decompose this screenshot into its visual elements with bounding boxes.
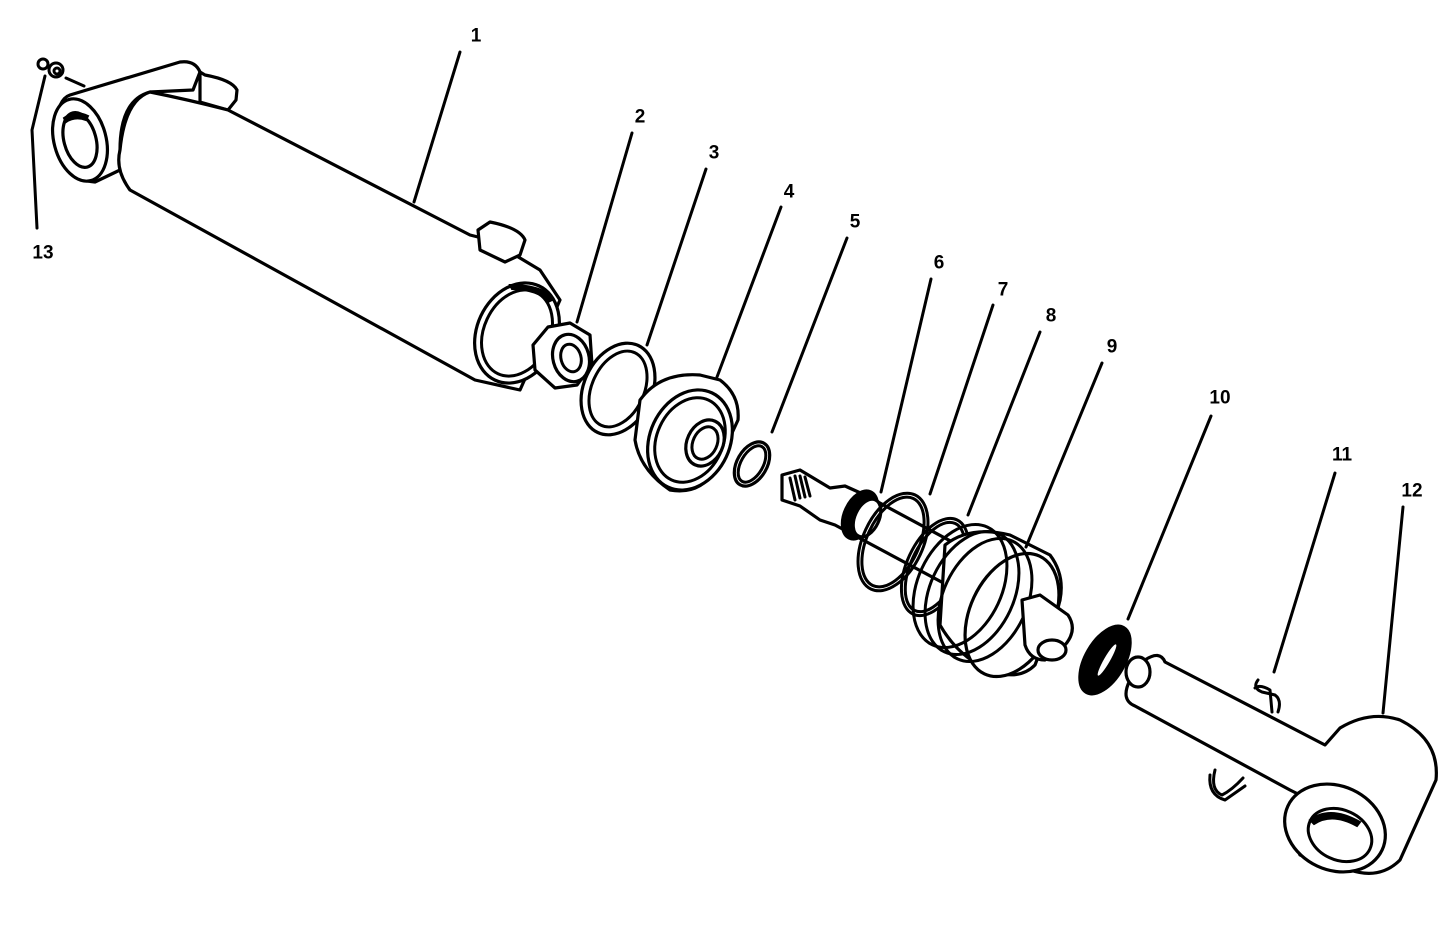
- nut-part: [531, 321, 594, 390]
- callout-10: 10: [1209, 387, 1231, 409]
- piston-part: [633, 373, 740, 493]
- callout-3: 3: [708, 142, 720, 164]
- callout-13: 13: [32, 242, 54, 264]
- cotter-pin-part: [1208, 678, 1281, 802]
- callout-9: 9: [1106, 336, 1118, 358]
- piston-rod-part: [1124, 653, 1438, 875]
- gland-head-part: [911, 522, 1074, 679]
- callout-4: 4: [783, 181, 795, 203]
- leader-lines: [30, 50, 1405, 715]
- grease-fitting-part: [36, 57, 86, 88]
- callout-12: 12: [1401, 480, 1423, 502]
- o-ring-part: [732, 440, 772, 488]
- callout-5: 5: [849, 211, 861, 233]
- callout-8: 8: [1045, 305, 1057, 327]
- callout-7: 7: [997, 279, 1009, 301]
- callout-11: 11: [1331, 444, 1353, 466]
- callout-1: 1: [470, 25, 482, 47]
- callout-6: 6: [933, 252, 945, 274]
- cylinder-barrel-part: [51, 60, 562, 392]
- callout-2: 2: [634, 106, 646, 128]
- wiper-seal-part: [1078, 624, 1132, 696]
